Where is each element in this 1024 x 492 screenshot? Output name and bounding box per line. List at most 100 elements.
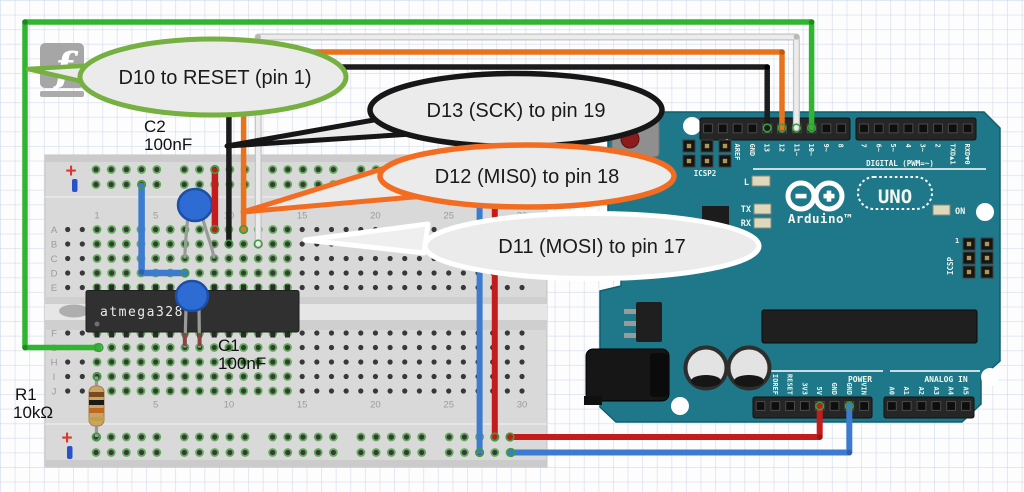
pin-label: 12 — [778, 144, 786, 152]
pin-label: A1 — [902, 387, 910, 395]
breadboard-coordinate: H — [51, 358, 58, 369]
breadboard-coordinate: 30 — [517, 400, 528, 411]
pin-label: 3~ — [919, 144, 927, 152]
callout-bubble — [422, 211, 762, 281]
breadboard-coordinate: C — [51, 254, 58, 265]
led-on-label: ON — [955, 207, 965, 217]
led-l-label: L — [744, 178, 749, 188]
breadboard-coordinate: F — [51, 329, 57, 340]
mount-hole — [683, 117, 701, 135]
arduino-uno-board: ICSP2 L TX RX ON DIGITAL (PWM=~) POWER A… — [584, 111, 1001, 423]
mount-hole — [976, 203, 994, 221]
top-rail-minus — [72, 179, 78, 192]
pin-label: A4 — [947, 387, 955, 395]
bottom-rail-minus — [67, 446, 73, 459]
breadboard-coordinate: B — [51, 240, 57, 251]
component-labels: C2 100nF C1 100nF R1 10kΩ — [13, 117, 266, 422]
c1-name: C1 — [218, 336, 240, 355]
pin-label: GND — [845, 382, 853, 395]
electrolytic-capacitor — [683, 345, 729, 391]
callout-d10-reset: D10 to RESET (pin 1) — [25, 36, 349, 118]
power-header — [752, 396, 873, 419]
callout-d11-mosi: D11 (MOSI) to pin 17 — [302, 211, 762, 281]
capacitor-c1 — [174, 279, 210, 348]
callouts: D10 to RESET (pin 1) D13 (SCK) to pin 19… — [25, 36, 762, 281]
breadboard-coordinate: 20 — [370, 211, 381, 222]
breadboard-coordinate: I — [53, 372, 56, 383]
breadboard-coordinate: D — [51, 269, 58, 280]
analog-caption: ANALOG IN — [924, 375, 968, 384]
icsp2-label: ICSP2 — [694, 169, 717, 178]
pin-label: 10~ — [807, 144, 815, 157]
breadboard-coordinate: J — [52, 387, 57, 398]
breadboard-top-edge — [45, 155, 547, 162]
breadboard-coordinate: 20 — [370, 400, 381, 411]
callout-text: D11 (MOSI) to pin 17 — [498, 236, 685, 258]
pin-label: 9~ — [822, 144, 830, 152]
pin-label: AREF — [733, 144, 741, 161]
chip-label: atmega328 — [100, 305, 184, 320]
pin-label: 4 — [904, 144, 912, 148]
c2-name: C2 — [144, 117, 166, 136]
digital-caption: DIGITAL (PWM=~) — [866, 159, 934, 168]
led-rx — [753, 217, 772, 229]
pin-label: A3 — [932, 387, 940, 395]
led-tx — [753, 203, 772, 215]
pin-label: 3V3 — [800, 382, 808, 395]
pin-label: GND — [748, 144, 756, 157]
pin-label: 8 — [837, 144, 845, 148]
callout-text: D10 to RESET (pin 1) — [118, 67, 311, 89]
pin-label: 7 — [860, 144, 868, 148]
mount-hole — [671, 397, 689, 415]
pin-label: 11~ — [792, 144, 800, 157]
pin-label: 5~ — [889, 144, 897, 152]
breadboard-coordinate: 5 — [153, 400, 158, 411]
pin-label: A2 — [917, 387, 925, 395]
callout-text: D13 (SCK) to pin 19 — [427, 100, 606, 122]
analog-header — [883, 396, 975, 419]
led-tx-label: TX — [741, 205, 751, 215]
callout-d12-miso: D12 (MIS0) to pin 18 — [240, 142, 677, 215]
breadboard-coordinate: 25 — [443, 400, 454, 411]
power-caption: POWER — [848, 375, 872, 384]
power-jack — [584, 348, 670, 405]
breadboard-coordinate: 25 — [443, 211, 454, 222]
chip-notch — [59, 304, 89, 318]
electrolytic-capacitor — [726, 345, 772, 391]
pin-label: VIN — [860, 382, 868, 395]
pin-label: RESET — [786, 374, 794, 395]
breadboard-coordinate: E — [51, 283, 57, 294]
led-l — [751, 175, 771, 187]
top-rail-plus: + — [65, 161, 76, 182]
pin-label: A5 — [961, 387, 969, 395]
breadboard-components: atmega328 — [59, 187, 300, 437]
breadboard-coordinate: 10 — [224, 400, 235, 411]
breadboard-bottom-edge — [45, 460, 547, 467]
pin-label: 13 — [763, 144, 771, 152]
r1-value: 10kΩ — [13, 403, 53, 422]
breadboard-coordinate: 15 — [297, 211, 308, 222]
bottom-rail-plus: + — [61, 428, 72, 449]
chip-pin1-dot — [94, 321, 100, 327]
callout-bubble — [77, 36, 349, 118]
led-on — [932, 204, 951, 216]
pin-label: A0 — [887, 387, 895, 395]
icsp-pin1-label: 1 — [955, 237, 959, 245]
icsp2-header — [682, 139, 732, 168]
brand-label: Arduino™ — [788, 211, 852, 226]
breadboard-coordinate: A — [51, 225, 58, 236]
voltage-regulator — [624, 302, 662, 342]
breadboard-coordinate: 15 — [297, 400, 308, 411]
callout-text: D12 (MIS0) to pin 18 — [435, 166, 620, 188]
icsp-label: ICSP — [946, 256, 955, 275]
arduino-infinity-logo — [785, 180, 845, 212]
mount-hole — [981, 368, 999, 386]
wire-d13-sck-black — [226, 64, 770, 247]
logo-bar — [40, 91, 84, 97]
pin-label: 2 — [934, 144, 942, 148]
pin-label: RXD▼0 — [963, 144, 971, 165]
led-rx-label: RX — [741, 219, 751, 229]
resistor-r1 — [88, 376, 105, 437]
